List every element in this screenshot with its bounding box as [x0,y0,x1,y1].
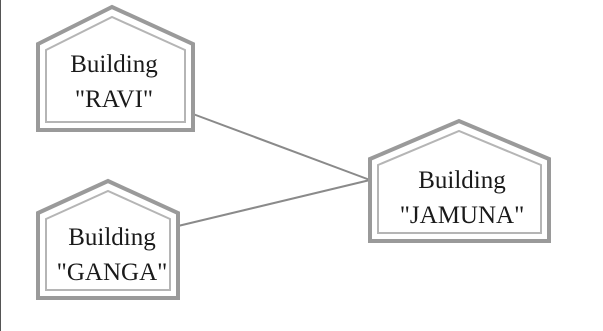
connection-ganga-jamuna [177,179,371,227]
building-jamuna: Building "JAMUNA" [368,118,551,243]
building-ravi-shape-inner [45,15,186,123]
building-ravi-label-line1: Building [70,51,158,78]
building-ganga: Building "GANGA" [36,178,180,300]
building-jamuna-shape-outer [368,118,551,243]
building-jamuna-label-line2: "JAMUNA" [400,202,525,229]
building-ravi: Building "RAVI" [36,4,195,132]
building-jamuna-shape-inner [377,129,542,234]
building-ganga-shape-inner [45,189,171,291]
building-ravi-shape-outer [36,4,195,132]
building-ganga-shape-outer [36,178,180,300]
building-jamuna-label-line1: Building [418,167,506,194]
building-ganga-label-line1: Building [68,224,156,251]
building-ganga-label-line2: "GANGA" [57,259,168,286]
connection-ravi-jamuna [192,113,371,181]
building-ravi-label-line2: "RAVI" [75,86,153,113]
